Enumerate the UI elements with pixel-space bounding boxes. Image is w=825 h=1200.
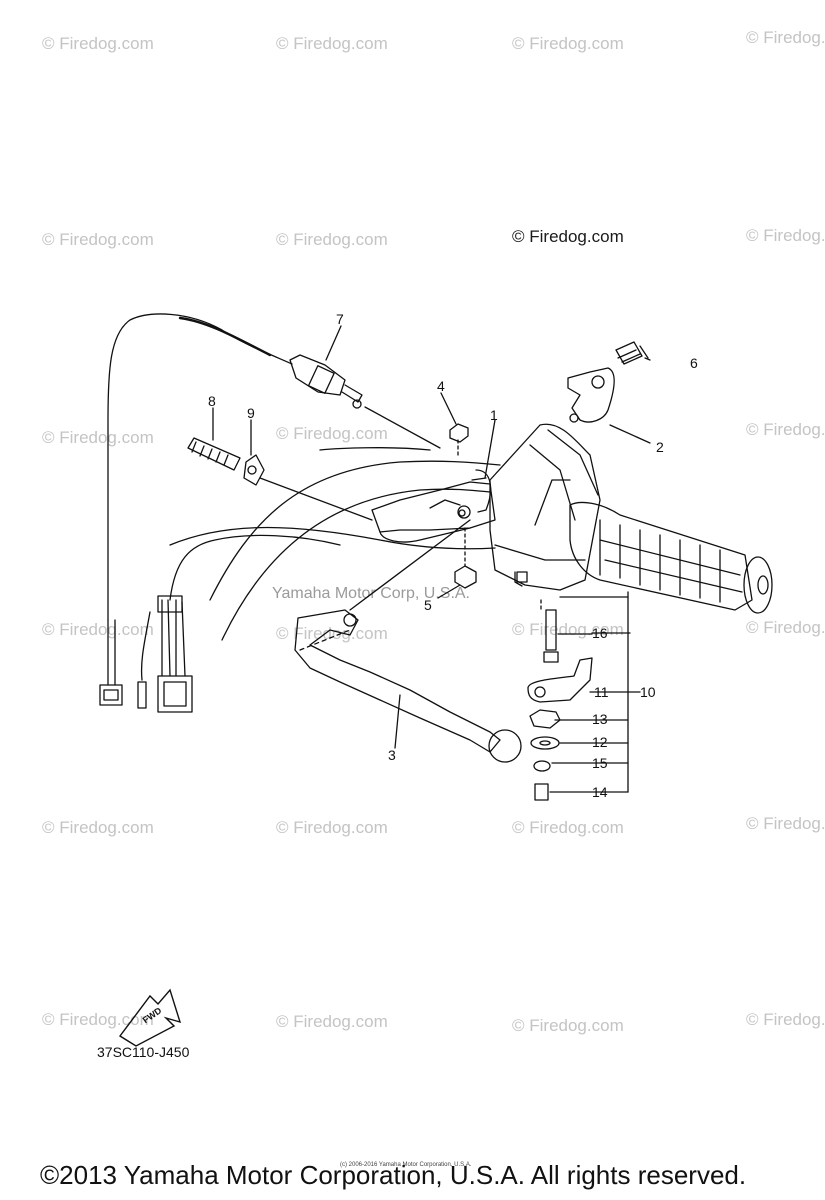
callout-3: 3 (388, 747, 396, 763)
watermark: © Firedog.com (42, 230, 154, 249)
watermark: © Firedog.com (512, 34, 624, 53)
callout-10: 10 (640, 684, 656, 700)
handlebar (209, 460, 501, 601)
callout-5: 5 (424, 597, 432, 613)
callout-15: 15 (592, 755, 608, 771)
hot-start-lever (527, 657, 593, 703)
watermark: © Firedog.com (746, 618, 825, 637)
adjuster-bolt (187, 437, 241, 471)
wire-harness (169, 534, 341, 601)
callout-13: 13 (592, 711, 608, 727)
watermark: © Firedog.com (512, 818, 624, 837)
watermark: © Firedog.com (42, 1010, 154, 1029)
watermark: © Firedog.com (276, 424, 388, 443)
callout-14: 14 (592, 784, 608, 800)
watermark: © Firedog.com (746, 814, 825, 833)
washer-12 (530, 736, 560, 750)
watermark: © Firedog.com (276, 818, 388, 837)
pivot-bolt (449, 423, 469, 443)
callout-8: 8 (208, 393, 216, 409)
fwd-label: FWD (141, 1005, 164, 1025)
callout-9: 9 (247, 405, 255, 421)
bolt-16 (545, 609, 557, 651)
watermark: © Firedog.com (746, 1010, 825, 1029)
callout-16: 16 (592, 625, 608, 641)
fwd-arrow-icon (118, 988, 182, 1047)
clutch-switch (289, 354, 346, 396)
watermark: © Firedog.com (512, 620, 624, 639)
callout-4: 4 (437, 378, 445, 394)
watermark: © Firedog.com (276, 34, 388, 53)
harness-connector (157, 675, 193, 713)
callout-1: 1 (490, 407, 498, 423)
watermark-featured: © Firedog.com (512, 227, 624, 246)
lever-holder (371, 481, 496, 533)
bolt-14 (534, 783, 549, 801)
callout-12: 12 (592, 734, 608, 750)
screw-6 (617, 345, 649, 363)
watermark: © Firedog.com (276, 230, 388, 249)
callout-6: 6 (690, 355, 698, 371)
bracket (567, 367, 615, 423)
clutch-lever (294, 609, 501, 753)
callout-2: 2 (656, 439, 664, 455)
callout-7: 7 (336, 311, 344, 327)
washer-15 (533, 760, 551, 772)
watermark: © Firedog.com (42, 818, 154, 837)
watermark: © Firedog.com (42, 620, 154, 639)
watermark: © Firedog.com (512, 1016, 624, 1035)
callout-11: 11 (594, 684, 609, 700)
switch-housing (489, 423, 601, 591)
small-copyright: (c) 2006-2016 Yamaha Motor Corporation, … (340, 1162, 472, 1168)
watermark: © Firedog.com (746, 420, 825, 439)
grip (569, 501, 753, 611)
watermark: © Firedog.com (746, 28, 825, 47)
watermark: © Firedog.com (276, 624, 388, 643)
watermark: © Firedog.com (276, 1012, 388, 1031)
copyright-footer: ©2013 Yamaha Motor Corporation, U.S.A. A… (40, 1160, 747, 1190)
diagram-code: 37SC110-J450 (97, 1044, 190, 1060)
watermark: © Firedog.com (42, 428, 154, 447)
watermark: © Firedog.com (42, 34, 154, 53)
watermark: © Firedog.com (746, 226, 825, 245)
